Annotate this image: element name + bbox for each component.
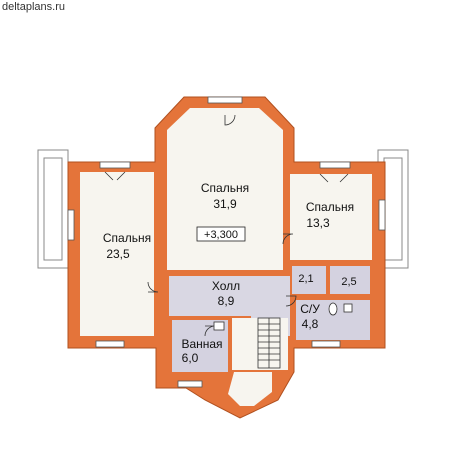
interiors [80, 108, 372, 406]
closet-a-floor [292, 266, 326, 294]
level-mark: +3,300 [196, 226, 246, 242]
wc-name: С/У [300, 302, 320, 316]
bay-floor [228, 372, 272, 406]
bathroom-area: 6,0 [182, 351, 199, 365]
wc-sink-icon [343, 303, 353, 313]
level-mark-text: +3,300 [204, 229, 238, 241]
staircase [257, 317, 281, 369]
bedroom-left-floor [80, 172, 154, 336]
bedroom-center-area: 31,9 [213, 197, 237, 211]
sink-icon [213, 321, 225, 331]
site-watermark: deltaplans.ru [2, 1, 65, 13]
toilet-icon [328, 302, 338, 316]
bedroom-left-name: Спальня [103, 231, 151, 245]
bedroom-center-name: Спальня [201, 181, 249, 195]
bathroom-name: Ванная [181, 337, 222, 351]
balcony-left [37, 149, 69, 269]
closet-a-area: 2,1 [298, 273, 313, 285]
closet-b-area: 2,5 [341, 276, 356, 288]
hall-name: Холл [212, 279, 240, 293]
closet-b-floor [330, 266, 370, 294]
bedroom-left-area: 23,5 [106, 247, 130, 261]
windows [67, 96, 386, 388]
bedroom-right-floor [290, 174, 372, 260]
bedroom-right-area: 13,3 [306, 216, 330, 230]
hall-area: 8,9 [218, 294, 235, 308]
stair-area [232, 318, 288, 370]
bedroom-center-floor [167, 108, 283, 270]
fixtures [213, 302, 353, 331]
wc-area: 4,8 [302, 317, 319, 331]
bedroom-right-name: Спальня [306, 200, 354, 214]
